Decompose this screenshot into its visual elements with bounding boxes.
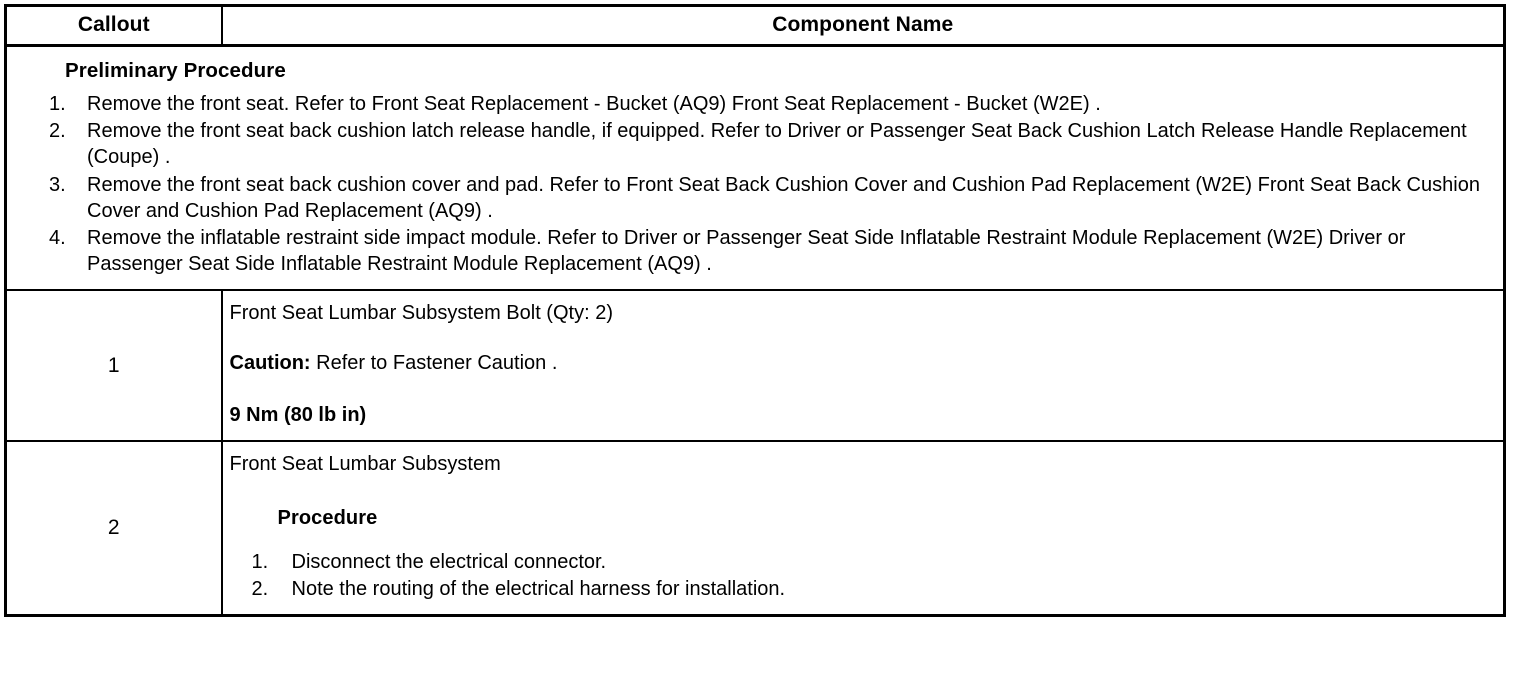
component-cell-1: Front Seat Lumbar Subsystem Bolt (Qty: 2… [221,288,1505,441]
procedure-step-list: Disconnect the electrical connector. Not… [230,549,1494,603]
preliminary-step-1: Remove the front seat. Refer to Front Se… [49,91,1101,118]
component-cell-2: Front Seat Lumbar Subsystem Procedure Di… [221,439,1505,616]
component-name-2: Front Seat Lumbar Subsystem [229,452,501,475]
callout-number-2: 2 [5,439,223,616]
table-row: 1 Front Seat Lumbar Subsystem Bolt (Qty:… [5,288,1505,441]
procedure-step-1: Disconnect the electrical connector. [252,549,607,575]
procedure-step-2: Note the routing of the electrical harne… [252,576,786,602]
preliminary-procedure-row: Preliminary Procedure Remove the front s… [6,46,1505,290]
column-header-component-name: Component Name [221,5,1505,47]
torque-spec: 9 Nm (80 lb in) [229,403,367,426]
caution-label: Caution: [229,351,311,374]
table-body: Preliminary Procedure Remove the front s… [5,46,1505,616]
preliminary-step-3: Remove the front seat back cushion cover… [49,172,1480,222]
preliminary-procedure-title: Preliminary Procedure [65,59,286,82]
column-header-callout: Callout [5,5,223,47]
table-header: Callout Component Name [5,5,1505,47]
component-name-1: Front Seat Lumbar Subsystem Bolt (Qty: 2… [229,301,613,324]
callout-number-1: 1 [5,288,223,441]
header-row: Callout Component Name [5,5,1505,47]
preliminary-step-4: Remove the inflatable restraint side imp… [49,225,1406,276]
caution-text: Refer to Fastener Caution . [316,351,558,374]
procedure-title: Procedure [277,506,378,529]
preliminary-step-2: Remove the front seat back cushion latch… [49,118,1467,169]
component-callout-table: Callout Component Name Preliminary Proce… [4,4,1506,617]
caution-note: Caution: Refer to Fastener Caution . [230,350,1494,376]
preliminary-step-list: Remove the front seat. Refer to Front Se… [29,91,1493,278]
preliminary-procedure-cell: Preliminary Procedure Remove the front s… [6,46,1505,290]
table-row: 2 Front Seat Lumbar Subsystem Procedure … [5,439,1505,616]
